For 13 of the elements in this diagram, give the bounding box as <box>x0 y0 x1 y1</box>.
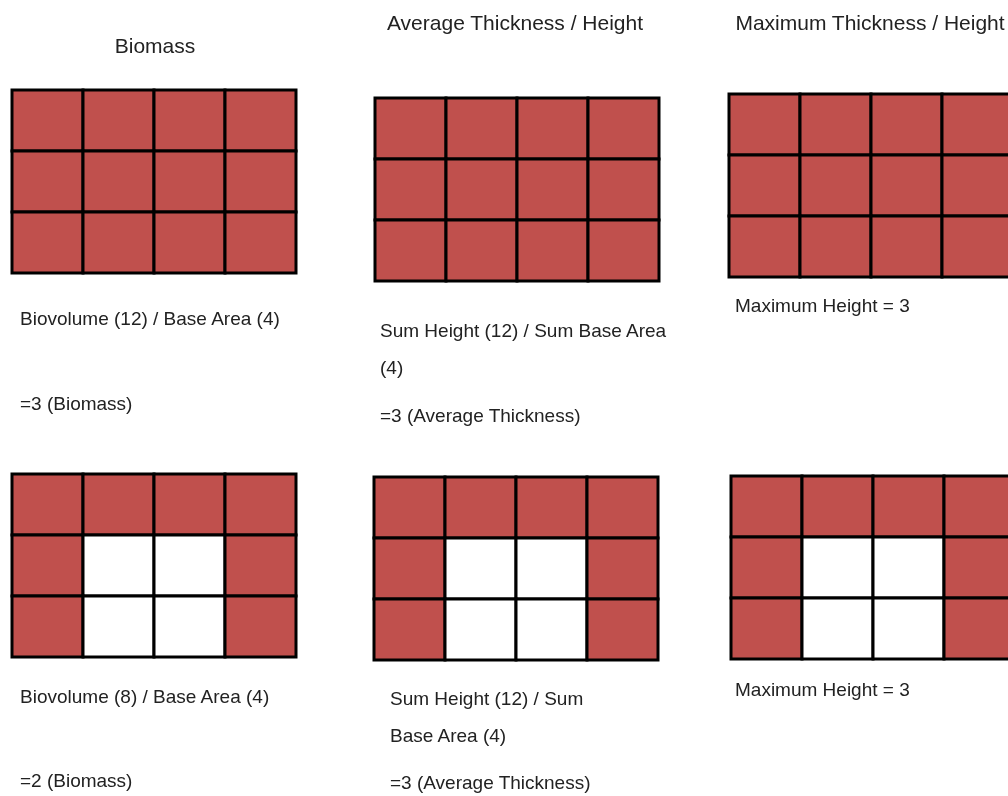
formula-text: Biovolume (12) / Base Area (4) <box>20 307 281 331</box>
formula-text: Biovolume (8) / Base Area (4) <box>20 685 271 709</box>
column-heading: Maximum Thickness / Height <box>734 10 1006 36</box>
column-heading: Average Thickness / Height <box>386 10 644 36</box>
result-text: =3 (Biomass) <box>20 392 134 416</box>
result-text: =3 (Average Thickness) <box>380 404 582 428</box>
formula-text: Sum Height (12) / Sum Base Area (4) <box>380 319 668 380</box>
column-heading: Biomass <box>113 33 197 59</box>
formula-text: Maximum Height = 3 <box>735 678 911 702</box>
formula-text: Maximum Height = 3 <box>735 294 911 318</box>
formula-text: Sum Height (12) / Sum Base Area (4) <box>390 687 585 748</box>
result-text: =2 (Biomass) <box>20 769 134 793</box>
result-text: =3 (Average Thickness) <box>390 771 592 795</box>
